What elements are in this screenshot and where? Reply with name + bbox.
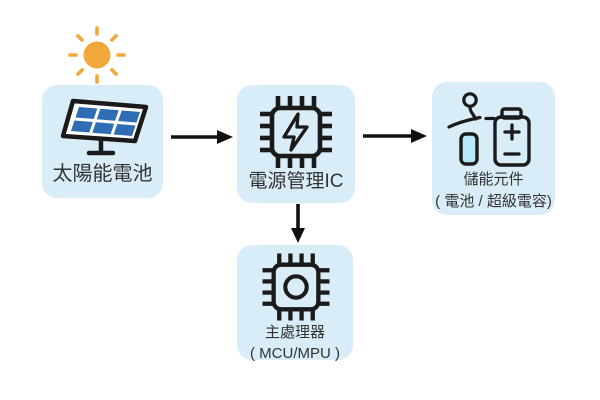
mcu-chip-icon bbox=[262, 253, 330, 321]
battery-capacitor-icon bbox=[447, 92, 531, 167]
node-power-management-ic: 電源管理IC bbox=[237, 85, 355, 203]
solar-panel-icon bbox=[60, 98, 149, 156]
node-main-processor: 主處理器 ( MCU/MPU ) bbox=[237, 245, 353, 362]
power-management-ic-label: 電源管理IC bbox=[248, 171, 344, 192]
arrow-solar-to-pmic bbox=[171, 130, 233, 144]
sun-icon bbox=[68, 26, 126, 84]
energy-storage-sublabel: ( 電池 / 超級電容) bbox=[435, 193, 552, 210]
energy-storage-label: 儲能元件 bbox=[463, 171, 524, 188]
energy-storage-labels: 儲能元件 ( 電池 / 超級電容) bbox=[426, 169, 561, 213]
arrow-pmic-to-storage bbox=[363, 129, 427, 143]
main-processor-label: 主處理器 bbox=[264, 324, 325, 341]
main-processor-labels: 主處理器 ( MCU/MPU ) bbox=[233, 322, 357, 364]
arrow-pmic-to-processor bbox=[291, 204, 305, 243]
node-solar-cell: 太陽能電池 bbox=[42, 85, 163, 198]
solar-cell-label: 太陽能電池 bbox=[52, 163, 153, 185]
main-processor-sublabel: ( MCU/MPU ) bbox=[250, 345, 340, 362]
node-energy-storage: 儲能元件 ( 電池 / 超級電容) bbox=[432, 82, 555, 215]
power-ic-chip-icon bbox=[260, 96, 332, 168]
